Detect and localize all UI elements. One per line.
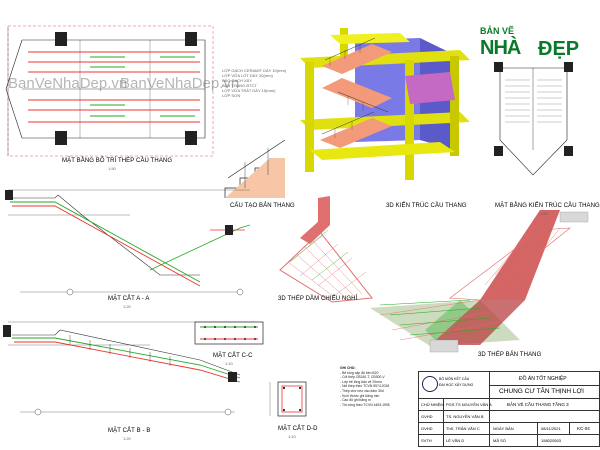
code-value: 158020503 (541, 438, 562, 443)
layer-item: BẢN THANG BTCT (222, 83, 257, 88)
project-name: CHUNG CƯ TÂN THỊNH LỢI (499, 388, 584, 395)
label-section-bb: MẶT CẮT B - B (108, 428, 151, 434)
school-line-2: ĐẠI HỌC XÂY DỰNG (439, 383, 474, 387)
scale-plan-rebar: 1:50 (108, 166, 116, 171)
label-arch-3d: 3D KIẾN TRÚC CẦU THANG (386, 203, 467, 209)
name-cell: TS. NGUYỄN VĂN B (446, 414, 484, 419)
note-line: - Cốt thép CB240-T, CB300-V (340, 375, 385, 380)
label-rebar-slab-3d: 3D THÉP BẢN THANG (478, 352, 542, 358)
section-cc-drawing (194, 321, 264, 345)
label-detail-stair: CẤU TẠO BẢN THANG (230, 203, 295, 209)
label-rebar-beam-3d: 3D THÉP DẦM CHIẾU NGHỈ (278, 296, 358, 302)
note-line: - Cao độ ghi bằng m (340, 398, 371, 403)
label-section-cc: MẶT CẮT C-C (213, 353, 253, 359)
layer-item: LỚP VỮA TRÁT DÀY 15(mm) (222, 88, 276, 93)
date-label: NGÀY BẢN (493, 426, 514, 431)
school-line-1: BỘ MÔN KẾT CẤU (439, 377, 470, 381)
general-notes: GHI CHÚ: - Bê tông cấp độ bền B20 - Cốt … (340, 366, 416, 407)
watermark-text: BanVeNhaDep.vn (8, 75, 128, 92)
section-bb-drawing (3, 321, 255, 416)
role-cell: GVHD (421, 426, 433, 431)
note-line: - Lớp bê tông bảo vệ 20mm (340, 379, 382, 384)
plan-arch-drawing (494, 62, 573, 176)
plan-rebar-drawing (5, 25, 214, 157)
note-line: - Thi công theo TCVN 4453:1995 (340, 402, 390, 407)
note-line: - Bê tông cấp độ bền B20 (340, 370, 379, 375)
note-line: - Thép chờ neo vào dầm 30d (340, 388, 384, 393)
role-cell: GVHD (421, 414, 433, 419)
layer-item: LỚP VỮA LÓT DÀY 20(mm) (222, 73, 273, 78)
drawing-title: BẢN VẼ CẦU THANG TẦNG 3 (507, 402, 569, 407)
label-section-aa: MẶT CẮT A - A (108, 296, 150, 302)
note-line: - Nối thép theo TCVN 5574:2018 (340, 384, 390, 389)
brand-logo: BẢN VẼ NHÀ ĐẸP (478, 24, 588, 64)
rebar-beam-3d-model (279, 196, 373, 303)
date-value: 08/11/2021 (541, 426, 561, 431)
scale-section-cc: 1:10 (225, 361, 233, 366)
section-dd-drawing (269, 381, 307, 417)
scale-section-aa: 1:20 (123, 304, 131, 309)
arch-3d-model (300, 28, 470, 180)
logo-line-1: BẢN VẼ (480, 26, 515, 36)
university-logo-icon (422, 376, 438, 392)
rebar-slab-3d-model (370, 210, 589, 353)
code-label: MÃ SỐ (493, 438, 506, 443)
scale-section-bb: 1:20 (123, 436, 131, 441)
note-line: GHI CHÚ: (340, 366, 356, 370)
watermark-text: BanVeNhaDep.vn (120, 75, 240, 92)
scale-section-dd: 1:10 (288, 434, 296, 439)
layer-item: LỚP GẠCH CERAMIT DÀY 10(mm) (222, 68, 287, 73)
layer-list: LỚP GẠCH CERAMIT DÀY 10(mm) LỚP VỮA LÓT … (222, 68, 286, 98)
title-block: BỘ MÔN KẾT CẤU ĐẠI HỌC XÂY DỰNG ĐỒ ÁN TỐ… (418, 371, 600, 447)
sheet-number: KC-04 (577, 426, 590, 431)
logo-line-3: ĐẸP (538, 38, 580, 60)
label-plan-arch: MẶT BẰNG KIẾN TRÚC CẦU THANG (495, 203, 600, 209)
label-section-dd: MẶT CẮT D-D (278, 426, 318, 432)
label-plan-rebar: MẶT BẰNG BỐ TRÍ THÉP CẦU THANG (62, 158, 173, 164)
logo-line-2: NHÀ (480, 37, 521, 59)
layer-item: BẬC GẠCH XÂY (222, 78, 253, 83)
section-aa-drawing (5, 189, 251, 296)
name-cell: PGS.TS NGUYỄN VĂN A (446, 402, 492, 407)
role-cell: SVTH (421, 438, 432, 443)
scale-plan-arch: 1:50 (540, 211, 548, 216)
note-line: - Kích thước ghi bằng mm (340, 393, 380, 398)
project-type: ĐỒ ÁN TỐT NGHIỆP (519, 376, 567, 382)
name-cell: LÊ VĂN D (446, 438, 465, 443)
role-cell: CHỦ NHIỆM (421, 402, 444, 407)
stair-detail-drawing (224, 139, 286, 198)
name-cell: ThS. TRẦN VĂN C (446, 426, 480, 431)
layer-item: LỚP SƠN (222, 93, 241, 98)
